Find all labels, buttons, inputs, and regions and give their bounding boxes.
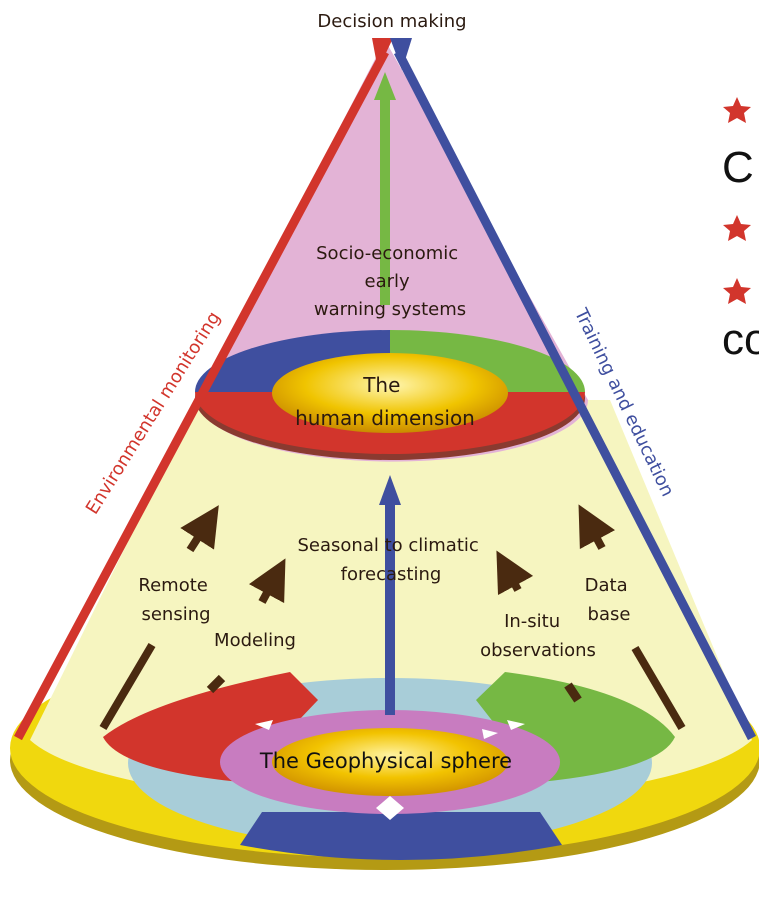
insitu-label: In-situ observations [480, 611, 596, 661]
right-rail [394, 49, 756, 741]
star-icon [723, 97, 751, 123]
geo-arrow-right [507, 720, 525, 730]
brown-arrow-3 [206, 674, 226, 694]
brown-arrow-8 [578, 504, 616, 550]
right-rail-head [390, 38, 412, 70]
blue-up-arrow-head [379, 475, 401, 505]
database-label: Data base [585, 575, 634, 625]
star-icon [723, 215, 751, 241]
remote-label: Remote sensing [138, 575, 213, 625]
green-up-arrow-head [374, 72, 396, 100]
geo-arrow-bottom [376, 796, 404, 820]
human-core [272, 353, 508, 433]
forecast-label: Seasonal to climatic forecasting [297, 535, 484, 585]
geo-arrow-right-2 [482, 729, 498, 739]
brown-arrow-2 [180, 505, 219, 553]
geo-core [272, 728, 508, 796]
star-icon [723, 278, 751, 304]
title-label: Decision making [317, 11, 466, 32]
brown-arrow-7 [631, 645, 686, 731]
brown-arrow-1 [99, 642, 156, 731]
left-rail [14, 49, 389, 741]
top-section-label: Socio-economic early warning systems [314, 243, 466, 320]
brown-arrow-5 [564, 682, 582, 703]
human-label: The human dimension [295, 373, 475, 430]
modeling-label: Modeling [214, 630, 296, 651]
geo-label: The Geophysical sphere [259, 749, 512, 773]
sector-blue [240, 812, 562, 860]
brown-arrow-4 [248, 558, 286, 604]
brown-arrow-6 [496, 550, 534, 596]
cutoff-text-1: C [722, 143, 754, 192]
cutoff-text-2: co [722, 315, 759, 364]
geo-arrow-left [255, 720, 273, 730]
left-rail-head [372, 38, 393, 70]
